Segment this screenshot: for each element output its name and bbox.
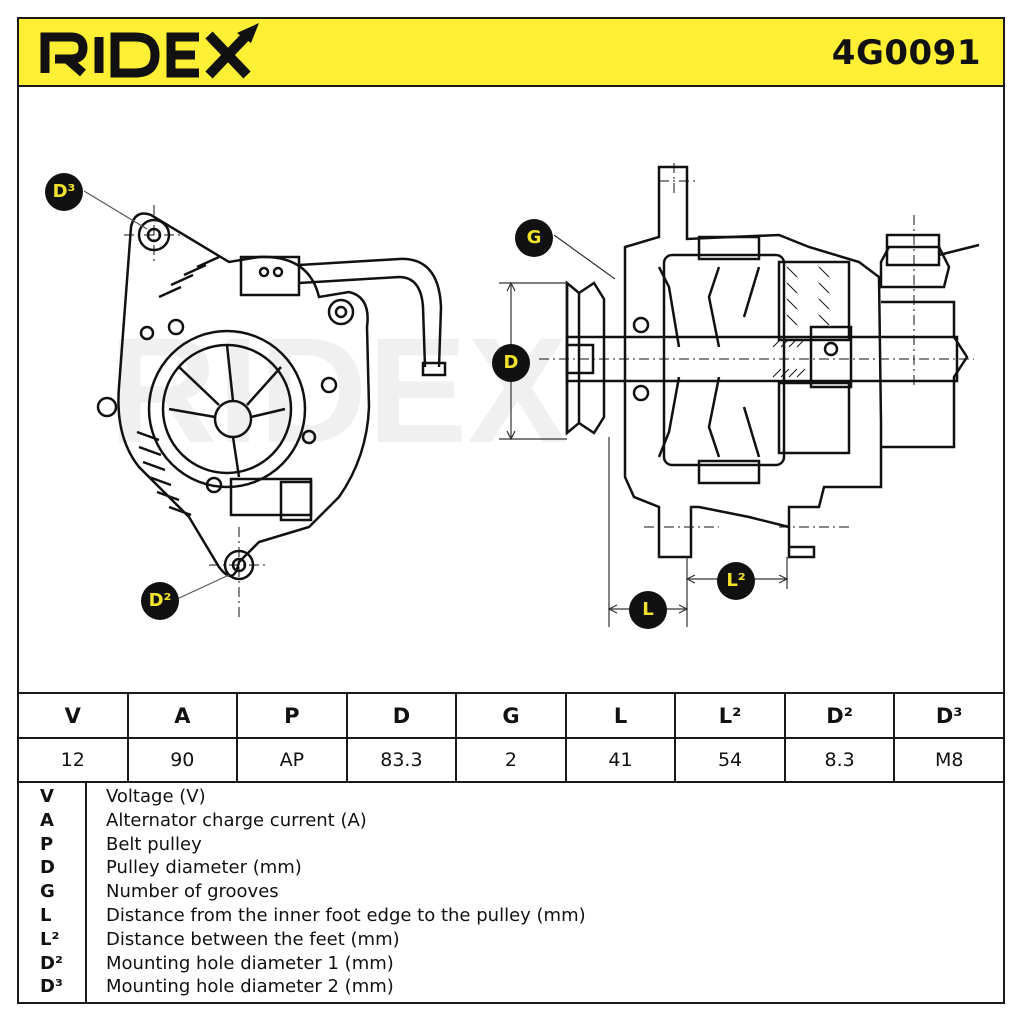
technical-drawing: RIDEX — [19, 87, 1003, 692]
legend-key: P — [40, 833, 54, 855]
legend-desc: Distance from the inner foot edge to the… — [106, 904, 586, 926]
header-d: D — [345, 692, 458, 739]
legend-key: D³ — [40, 976, 63, 998]
legend-item: A Alternator charge current (A) — [17, 810, 1005, 834]
header-bar: 4G0091 — [17, 17, 1005, 87]
legend-desc: Distance between the feet (mm) — [106, 928, 400, 950]
legend: V Voltage (V) A Alternator charge curren… — [17, 782, 1005, 1000]
value-g: 2 — [455, 737, 567, 783]
watermark: RIDEX — [109, 306, 567, 474]
value-d3: M8 — [893, 737, 1005, 783]
callout-d3: D³ — [45, 173, 83, 211]
legend-item: D³ Mounting hole diameter 2 (mm) — [17, 976, 1005, 1000]
header-v: V — [17, 692, 129, 739]
legend-desc: Alternator charge current (A) — [106, 809, 367, 831]
legend-desc: Voltage (V) — [106, 786, 206, 807]
header-d2: D² — [783, 692, 896, 739]
spec-header-row: V A P D G L L² D² D³ — [17, 692, 1005, 739]
legend-item: L Distance from the inner foot edge to t… — [17, 905, 1005, 929]
legend-desc: Mounting hole diameter 1 (mm) — [106, 952, 394, 974]
callout-d: D — [492, 344, 530, 382]
spec-table: V A P D G L L² D² D³ 12 90 AP 83.3 2 41 … — [17, 692, 1005, 783]
legend-desc: Mounting hole diameter 2 (mm) — [106, 976, 394, 998]
callout-l2: L² — [717, 562, 755, 600]
callout-d2: D² — [141, 582, 179, 620]
legend-item: V Voltage (V) — [17, 786, 1005, 810]
header-g: G — [455, 692, 567, 739]
value-l2: 54 — [674, 737, 786, 783]
legend-desc: Number of grooves — [106, 881, 279, 903]
value-a: 90 — [126, 737, 239, 783]
legend-key: D² — [40, 952, 63, 974]
legend-key: V — [40, 786, 54, 807]
legend-divider — [85, 782, 87, 1004]
legend-item: D² Mounting hole diameter 1 (mm) — [17, 953, 1005, 977]
value-d: 83.3 — [345, 737, 458, 783]
part-number: 4G0091 — [831, 33, 981, 73]
ridex-logo — [40, 23, 259, 79]
header-l: L — [564, 692, 677, 739]
header-p: P — [236, 692, 348, 739]
value-l: 41 — [564, 737, 677, 783]
legend-key: G — [40, 881, 55, 903]
legend-item: D Pulley diameter (mm) — [17, 857, 1005, 881]
legend-desc: Belt pulley — [106, 833, 202, 855]
legend-key: A — [40, 809, 54, 831]
legend-item: L² Distance between the feet (mm) — [17, 929, 1005, 953]
legend-key: L² — [40, 928, 60, 950]
value-v: 12 — [17, 737, 129, 783]
spec-value-row: 12 90 AP 83.3 2 41 54 8.3 M8 — [17, 737, 1005, 783]
legend-item: P Belt pulley — [17, 834, 1005, 858]
callout-l: L — [629, 591, 667, 629]
legend-key: D — [40, 857, 55, 879]
legend-item: G Number of grooves — [17, 881, 1005, 905]
header-l2: L² — [674, 692, 786, 739]
legend-key: L — [40, 904, 52, 926]
header-d3: D³ — [893, 692, 1005, 739]
callout-g: G — [515, 219, 553, 257]
alternator-side-view — [565, 165, 980, 559]
header-a: A — [126, 692, 239, 739]
value-d2: 8.3 — [783, 737, 896, 783]
legend-desc: Pulley diameter (mm) — [106, 857, 302, 879]
value-p: AP — [236, 737, 348, 783]
